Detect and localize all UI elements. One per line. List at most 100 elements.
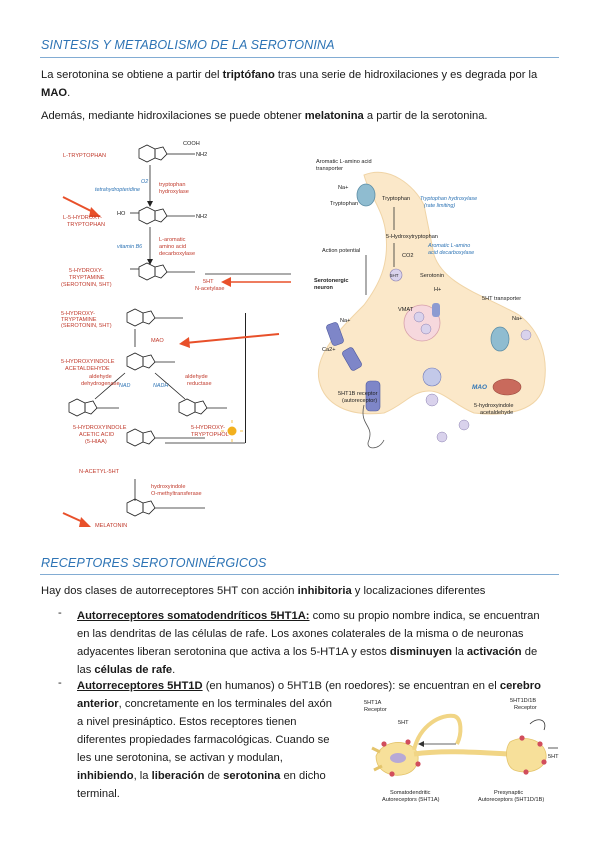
arrowhead-icon (221, 277, 231, 287)
label-nadh: NADH (153, 383, 168, 389)
receptor-dot-icon (519, 735, 525, 741)
paragraph-receptors-intro: Hay dos clases de autorreceptores 5HT co… (41, 582, 561, 600)
paragraph-melatonin: Además, mediante hidroxilaciones se pued… (41, 107, 561, 125)
serotonin-molecule-icon (458, 419, 470, 431)
label-serotonin: Serotonin (420, 273, 444, 279)
label-tryptophan-out: Tryptophan (330, 201, 358, 207)
label-5ht1a: 5HT1A (364, 700, 382, 706)
text-run: Además, mediante hidroxilaciones se pued… (41, 110, 305, 122)
serotonin-molecule-icon (436, 431, 448, 443)
label-tph: Tryptophan hydroxylase (420, 196, 477, 202)
label-aadc-2: acid decarboxylase (428, 250, 474, 256)
text-run: La serotonina se obtiene a partir del (41, 69, 223, 81)
label-sert: 5HT transporter (482, 296, 521, 302)
g-protein-coil-icon (362, 404, 385, 449)
label-aa-transporter-2: transporter (316, 166, 343, 172)
bold-term: triptófano (222, 69, 275, 81)
caption-presynaptic-2: Autoreceptors (5HT1D/1B) (478, 797, 544, 803)
indole-ring-icon (138, 144, 195, 163)
serotonin-molecule-icon (420, 323, 432, 335)
text-run: terminal. (77, 788, 120, 800)
neuron-membrane (317, 171, 546, 415)
label-aa-transporter: Aromatic L-amino acid (316, 159, 372, 165)
label-5ht-release: 5HT (398, 720, 409, 726)
reaction-arrow (94, 372, 126, 400)
label-hiomt-2: O-methyltransferase (151, 491, 202, 497)
label-h-plus: H+ (434, 287, 441, 293)
text-run: como su propio nombre indica, se encuent… (309, 610, 540, 622)
text-run: . (172, 664, 176, 676)
label-vitamin-b6: vitamin B6 (117, 244, 142, 250)
sert-transporter-icon (490, 326, 510, 352)
caption-presynaptic: Presynaptic (494, 790, 523, 796)
label-5ht1d1b: 5HT1D/1B (510, 698, 536, 704)
nucleus-icon (390, 753, 406, 763)
label-5htp: 5-Hydroxytryptophan (386, 234, 438, 240)
text-run: diferentes propiedades farmacológicas. C… (77, 734, 330, 746)
label-tryp-hydroxylase-2: hydroxylase (159, 189, 189, 195)
section-divider (40, 574, 559, 575)
text-run: (en humanos) o 5HT1B (en roedores): se e… (202, 680, 500, 692)
bold-term: inhibitoria (297, 585, 352, 597)
label-autoreceptor: (autoreceptor) (342, 398, 377, 404)
label-mao: MAO (472, 384, 487, 391)
text-run: Hay dos clases de autorreceptores 5HT co… (41, 585, 298, 597)
label-tph-2: (rate limiting) (424, 203, 455, 209)
dendrite-shape (371, 746, 381, 754)
label-5hiaa: 5-HYDROXYINDOLE (73, 425, 127, 431)
label-tryptophan-in: Tryptophan (382, 196, 410, 202)
label-aldehyde-red: aldehyde (185, 374, 208, 380)
receptor-dot-icon (381, 741, 387, 747)
bold-term: células de rafe (94, 664, 173, 676)
indole-ring-icon (68, 398, 119, 417)
text-run: en dicho (280, 770, 326, 782)
section-title-receptors: RECEPTORES SEROTONINÉRGICOS (41, 556, 267, 570)
label-cooh: COOH (183, 141, 200, 147)
synaptic-vesicle (403, 304, 441, 342)
caption-somatodendritic: Somatodendritic (390, 790, 431, 796)
label-aldehyde-red-2: reductase (187, 381, 212, 387)
label-5ht-2: TRYPTAMINE (69, 275, 105, 281)
label-nh2: NH2 (196, 152, 207, 158)
sun-rays-icon (221, 420, 243, 442)
section-title-synthesis: SINTESIS Y METABOLISMO DE LA SEROTONINA (41, 38, 335, 52)
arrowhead-icon (147, 201, 153, 207)
label-tetrahydropteridine: tetrahydropteridine (95, 187, 140, 193)
text-run: las (77, 664, 95, 676)
5ht1b-receptor-icon (365, 380, 381, 412)
caption-somatodendritic-2: Autoreceptors (5HT1A) (382, 797, 440, 803)
text-run: a partir de la serotonina. (363, 110, 488, 122)
label-aadc-2: amino acid (159, 244, 186, 250)
label-5hiaa-2: ACETIC ACID (79, 432, 114, 438)
label-co2: CO2 (402, 253, 414, 259)
axon-terminal-shape (506, 738, 547, 773)
serotonin-molecule-icon (520, 329, 532, 341)
label-acetaldehyde: 5-HYDROXYINDOLE (61, 359, 115, 365)
label-n-acetyl-5ht: N-ACETYL-5HT (79, 469, 120, 475)
label-5ht-molecule: 5HT (390, 273, 399, 278)
text-run: en las dendritas de las células de rafe.… (77, 628, 524, 640)
label-5ht1a-receptor: Receptor (364, 707, 387, 713)
dendrite-shape (373, 764, 383, 772)
label-tryptophol-2: TRYPTOPHOL (191, 432, 229, 438)
serotonin-molecule-icon (413, 311, 425, 323)
text-run: y localizaciones diferentes (351, 585, 486, 597)
bullet-presynaptic-body: anterior, concretamente en los terminale… (77, 695, 362, 803)
label-ca: Ca2+ (322, 347, 336, 353)
label-tryptophol: 5-HYDROXY- (191, 425, 225, 431)
vmat-icon (432, 303, 440, 317)
indole-ring-icon (126, 498, 205, 517)
text-run: de (204, 770, 224, 782)
serotonergic-neuron-figure: Aromatic L-amino acid transporter Na+ Tr… (294, 155, 559, 457)
bold-term: melatonina (304, 110, 364, 122)
arrowhead-icon (89, 207, 101, 217)
receptor-dot-icon (541, 759, 547, 765)
text-run: . (67, 87, 71, 99)
ca-channel-icon (342, 347, 362, 371)
arrowhead-icon (79, 517, 91, 527)
bold-term: MAO (41, 87, 68, 99)
label-nad: NAD (119, 383, 130, 389)
serotonin-pathway-figure: L-TRYPTOPHAN COOH NH2 O2 tetrahydropteri… (55, 131, 291, 531)
text-run: adyacentes liberan serotonina que activa… (77, 646, 390, 658)
indole-ring-icon (130, 206, 195, 225)
